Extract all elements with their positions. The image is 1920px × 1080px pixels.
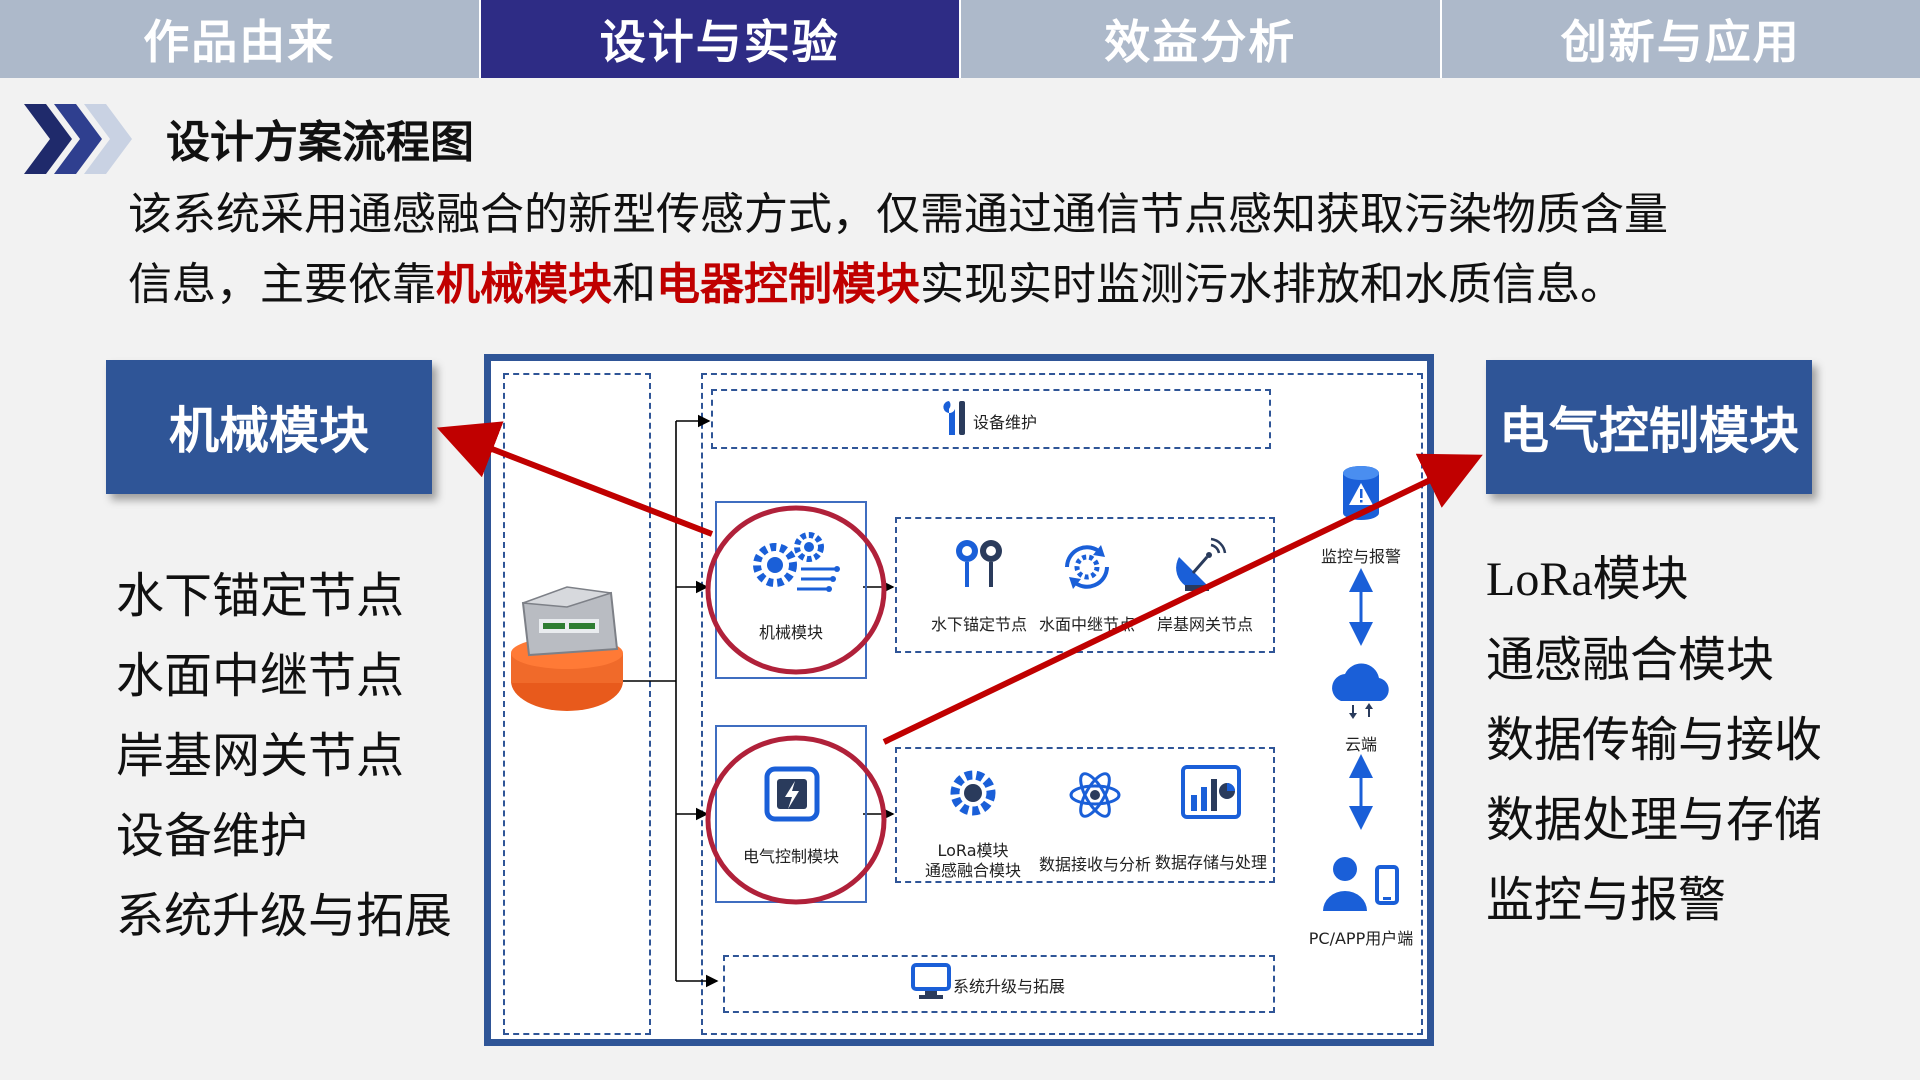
section-title: 设计方案流程图	[166, 117, 474, 168]
system-upgrade-box	[723, 955, 1275, 1013]
design-flowchart: 设备维护 机械模块 水下锚定节点 水面中继节点 岸基网关节点	[484, 354, 1434, 1046]
top-nav: 作品由来 设计与实验 效益分析 创新与应用	[0, 0, 1920, 78]
system-upgrade-label: 系统升级与拓展	[953, 977, 1066, 996]
tab-design-experiment[interactable]: 设计与实验	[480, 0, 961, 78]
list-item: 数据传输与接收	[1486, 712, 1823, 768]
dashboard-chart-icon	[1181, 765, 1241, 819]
mechanical-module-box	[715, 501, 867, 679]
mechanical-module-list: 水下锚定节点 水面中继节点 岸基网关节点 设备维护 系统升级与拓展	[116, 556, 452, 956]
list-item: 监控与报警	[1486, 872, 1727, 928]
electrical-module-label: 电气控制模块	[742, 847, 840, 866]
cloud-icon	[1332, 663, 1389, 719]
electrical-control-module-title: 电气控制模块	[1486, 360, 1812, 494]
monitor-alarm-label: 监控与报警	[1320, 547, 1402, 566]
buoy-device-image	[511, 586, 623, 711]
intro-paragraph: 该系统采用通感融合的新型传感方式，仅需通过通信节点感知获取污染物质含量 信息，主…	[128, 180, 1828, 320]
tools-icon	[943, 401, 965, 435]
electrical-highlight-circle	[705, 735, 887, 905]
tab-origin[interactable]: 作品由来	[0, 0, 481, 78]
underwater-anchor-label: 水下锚定节点	[930, 615, 1028, 634]
mechanical-module-title: 机械模块	[106, 360, 432, 494]
highlight-mechanical: 机械模块	[436, 259, 612, 310]
list-item: LoRa模块	[1486, 553, 1689, 606]
list-item: 通感融合模块	[1486, 632, 1775, 688]
intro-line-1: 该系统采用通感融合的新型传感方式，仅需通过通信节点感知获取污染物质含量	[128, 189, 1668, 240]
gear-icon	[950, 770, 996, 816]
mechanical-module-label: 机械模块	[758, 623, 824, 642]
intro-text-end: 实现实时监测污水排放和水质信息。	[920, 259, 1624, 310]
highlight-electrical: 电器控制模块	[656, 259, 920, 310]
atom-icon	[1069, 772, 1121, 818]
flow-connectors	[619, 414, 1373, 988]
tab-innovation-application[interactable]: 创新与应用	[1441, 0, 1920, 78]
intro-text: 信息，主要依靠	[128, 259, 436, 310]
system-area	[701, 373, 1423, 1035]
lora-module-label: LoRa模块	[937, 841, 1009, 860]
electrical-functions-box	[895, 747, 1275, 883]
device-maintenance-label: 设备维护	[973, 413, 1038, 432]
gears-circuit-icon	[753, 532, 840, 592]
user-end-label: PC/APP用户端	[1308, 929, 1414, 948]
list-item: 设备维护	[116, 808, 309, 864]
surface-relay-label: 水面中继节点	[1038, 615, 1136, 634]
intro-line-2: 信息，主要依靠机械模块和电器控制模块实现实时监测污水排放和水质信息。	[128, 250, 1828, 320]
device-maintenance-box	[711, 389, 1271, 449]
tab-benefit-analysis[interactable]: 效益分析	[961, 0, 1442, 78]
anchor-node-icon	[956, 540, 1002, 587]
monitor-icon	[911, 963, 951, 999]
data-receive-label: 数据接收与分析	[1038, 855, 1152, 874]
chevrons-icon	[24, 104, 134, 174]
refresh-gear-icon	[1065, 545, 1109, 589]
mechanical-highlight-circle	[705, 505, 887, 675]
list-item: 水面中继节点	[116, 648, 405, 704]
electrical-pointer-arrow	[882, 453, 1483, 745]
mechanical-nodes-box	[895, 517, 1275, 653]
data-storage-label: 数据存储与处理	[1154, 853, 1268, 872]
intro-connector: 和	[612, 259, 656, 310]
user-device-icon	[1323, 857, 1399, 911]
mechanical-pointer-arrow	[436, 421, 714, 537]
list-item: 系统升级与拓展	[116, 888, 453, 944]
satellite-dish-icon	[1176, 537, 1227, 591]
list-item: 数据处理与存储	[1486, 792, 1823, 848]
electrical-module-list: LoRa模块 通感融合模块 数据传输与接收 数据处理与存储 监控与报警	[1486, 540, 1822, 940]
list-item: 岸基网关节点	[116, 728, 405, 784]
shore-gateway-label: 岸基网关节点	[1156, 615, 1254, 634]
sensing-fusion-label: 通感融合模块	[924, 861, 1022, 880]
device-column	[503, 373, 651, 1035]
cloud-label: 云端	[1344, 735, 1378, 754]
power-chip-icon	[764, 766, 820, 822]
list-item: 水下锚定节点	[116, 568, 405, 624]
